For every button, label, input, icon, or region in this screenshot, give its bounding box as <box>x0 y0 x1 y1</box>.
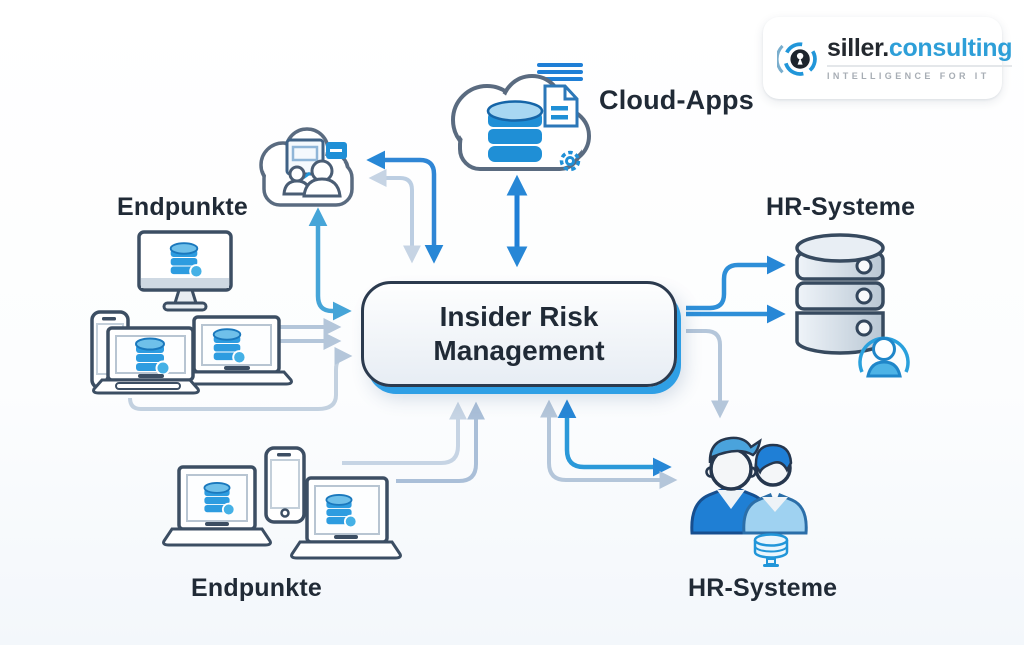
laptop-icon <box>290 476 402 560</box>
logo-card: siller.consulting INTELLIGENCE FOR IT <box>763 17 1013 99</box>
label-cloud-apps: Cloud-Apps <box>599 85 754 115</box>
user-badge-icon <box>858 336 910 378</box>
document-icon <box>543 84 579 128</box>
arrow-box-hrserver-top <box>686 255 786 311</box>
laptop-icon <box>179 315 293 386</box>
desktop-monitor-icon <box>137 230 233 312</box>
cloud-database-icon <box>451 63 591 172</box>
arrow-box-hrpeople-blue <box>557 399 672 477</box>
logo-name-blue: consulting <box>888 33 1013 62</box>
label-hr-systems-top: HR-Systeme <box>766 193 916 221</box>
hr-server-icon <box>795 233 910 378</box>
laptop-icon <box>162 465 272 547</box>
smartphone-icon <box>264 446 306 524</box>
endpoints-top-group <box>90 230 293 395</box>
label-endpoints-top: Endpunkte <box>117 193 248 221</box>
keyhole-logo-icon <box>777 42 817 76</box>
database-stack-icon <box>486 100 544 162</box>
arrow-endpoints-box-curve <box>128 347 353 411</box>
connector-arrows <box>128 150 786 489</box>
logo-name: siller.consulting <box>827 33 1013 62</box>
arrow-box-hrpeople-gray <box>540 399 678 489</box>
arrow-endpoints2-box-2 <box>396 401 485 483</box>
cloud-collaboration-icon <box>259 127 354 207</box>
logo-tagline: INTELLIGENCE FOR IT <box>827 64 1013 81</box>
laptop-icon <box>92 326 200 395</box>
arrow-cloudcollab-box-teal <box>308 207 352 321</box>
center-node-title: Insider Risk Management <box>433 300 605 366</box>
small-database-icon <box>753 533 789 567</box>
logo-text: siller.consulting INTELLIGENCE FOR IT <box>827 33 1013 81</box>
label-hr-systems-bottom: HR-Systeme <box>688 574 838 602</box>
arrow-endpoints2-box-1 <box>342 401 467 465</box>
insider-risk-management-node: Insider Risk Management <box>361 281 677 387</box>
arrow-box-hrpeople-down <box>686 329 729 419</box>
label-endpoints-bottom: Endpunkte <box>191 574 322 602</box>
logo-name-dark: siller. <box>827 33 889 62</box>
gear-icon <box>559 150 581 172</box>
hr-people-icon <box>690 436 808 567</box>
arrow-cloudcollab-box-gray <box>368 169 421 264</box>
arrow-cloudcollab-box-blue <box>366 150 444 264</box>
endpoints-bottom-group <box>162 446 402 560</box>
